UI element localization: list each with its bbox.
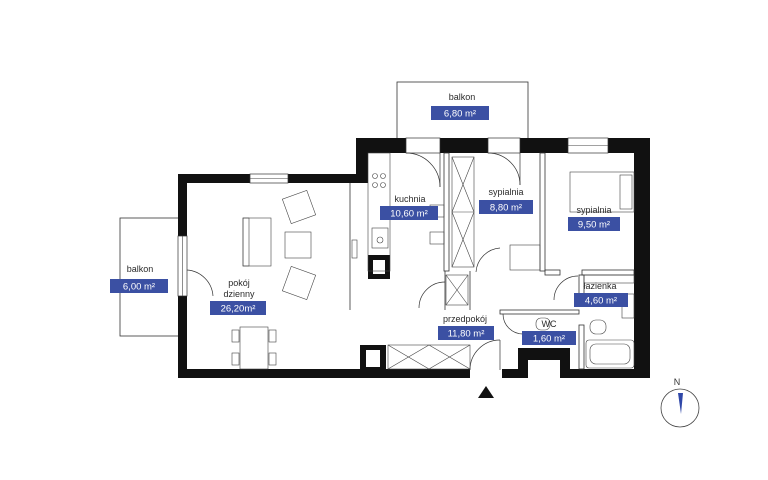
compass-needle-icon [678, 393, 683, 414]
bedroom-furniture [509, 171, 635, 271]
label-balkon-left: balkon 6,00 m² [110, 264, 168, 293]
room-area: 26,20m² [221, 304, 256, 315]
compass: N [660, 377, 700, 428]
room-name: dzienny [223, 289, 255, 299]
label-wc: WC 1,60 m² [522, 319, 576, 345]
room-name: łazienka [583, 281, 616, 291]
room-name: sypialnia [576, 205, 611, 215]
living-room-furniture [231, 189, 317, 370]
doors [186, 152, 579, 371]
room-area: 11,80 m² [448, 329, 485, 340]
label-sypialnia-2: sypialnia 9,50 m² [568, 205, 620, 231]
entrance-arrow-icon [478, 386, 494, 398]
label-sypialnia-1: sypialnia 8,80 m² [479, 187, 533, 214]
compass-north-label: N [674, 377, 681, 387]
room-area: 4,60 m² [585, 296, 617, 307]
room-area: 9,50 m² [578, 220, 610, 231]
room-name: balkon [449, 92, 476, 102]
windows [177, 137, 609, 297]
room-name: pokój [228, 278, 250, 288]
room-name: przedpokój [443, 314, 487, 324]
room-name: kuchnia [394, 194, 425, 204]
room-area: 6,00 m² [123, 282, 155, 293]
kitchen-fixtures [351, 152, 445, 272]
room-area: 10,60 m² [390, 209, 428, 220]
label-balkon-top: balkon 6,80 m² [431, 92, 489, 120]
room-name: sypialnia [488, 187, 523, 197]
balcony-left [119, 217, 181, 337]
label-przedpokoj: przedpokój 11,80 m² [438, 314, 494, 340]
room-name: balkon [127, 264, 154, 274]
room-area: 1,60 m² [533, 334, 565, 345]
room-name: WC [542, 319, 557, 329]
wardrobes [387, 156, 475, 370]
label-kuchnia: kuchnia 10,60 m² [380, 194, 438, 220]
room-area: 6,80 m² [444, 109, 476, 120]
room-area: 8,80 m² [490, 203, 522, 214]
exterior-walls [178, 138, 650, 378]
label-pokoj-dzienny: pokój dzienny 26,20m² [210, 278, 266, 315]
label-lazienka: łazienka 4,60 m² [574, 281, 628, 307]
